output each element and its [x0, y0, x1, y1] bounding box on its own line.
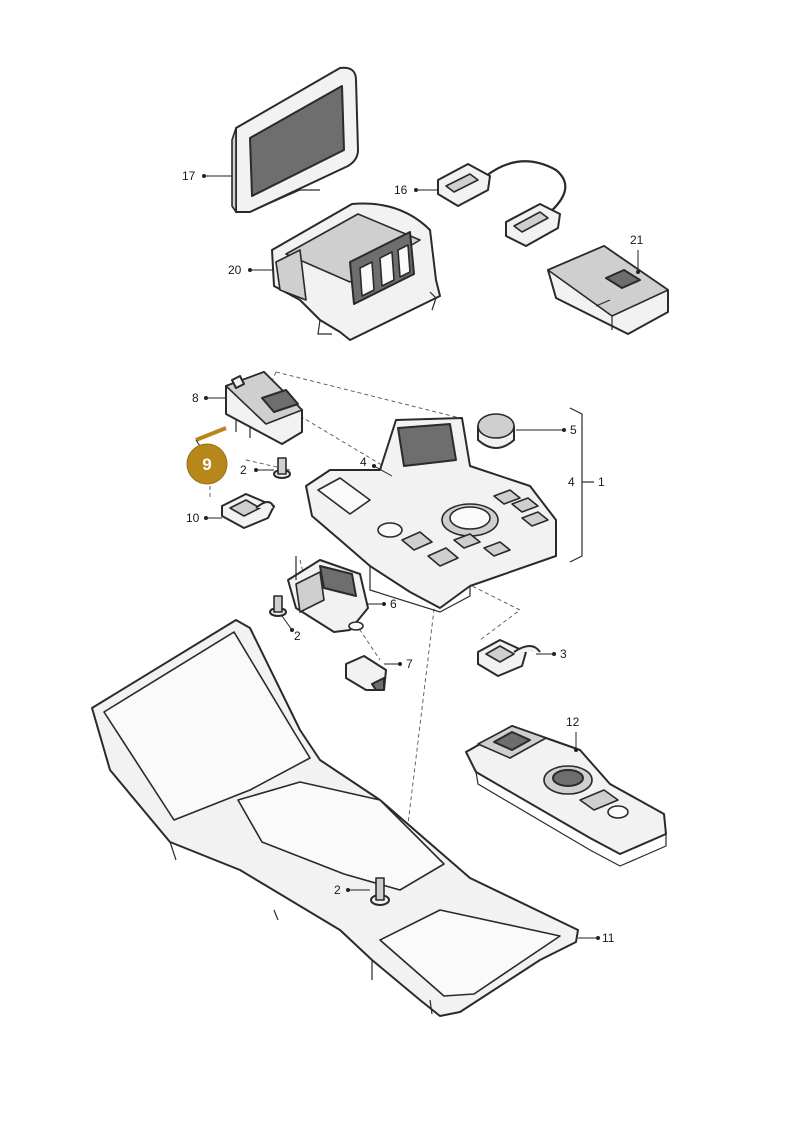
leader-10: 10 — [186, 511, 222, 525]
callout-16: 16 — [394, 183, 408, 197]
part-11-console-trim[interactable] — [91, 619, 579, 1017]
part-2-screw-upper[interactable] — [273, 457, 291, 479]
callout-9: 9 — [202, 455, 211, 474]
leader-6: 6 — [366, 597, 397, 611]
callout-20: 20 — [228, 263, 242, 277]
callout-1: 1 — [598, 475, 605, 489]
part-16-cable-harness[interactable] — [437, 160, 567, 247]
part-2-screw-lower[interactable] — [370, 877, 390, 906]
part-8-switch-module[interactable] — [225, 371, 303, 445]
callout-7: 7 — [406, 657, 413, 671]
callout-21: 21 — [630, 233, 644, 247]
callout-2-middle: 2 — [294, 629, 301, 643]
callout-5: 5 — [570, 423, 577, 437]
part-2-screw-middle[interactable] — [269, 595, 287, 617]
part-5-rotary-knob[interactable] — [477, 413, 515, 449]
leader-2-middle: 2 — [281, 615, 301, 643]
callout-17: 17 — [182, 169, 196, 183]
callout-11: 11 — [602, 931, 615, 945]
callout-4-knob: 4 — [360, 455, 367, 469]
part-17-display[interactable] — [231, 66, 359, 213]
group-bracket — [569, 407, 594, 563]
callout-10: 10 — [186, 511, 200, 525]
leader-20: 20 — [228, 263, 274, 277]
leader-8: 8 — [192, 391, 226, 405]
part-12-remote-control[interactable] — [465, 725, 667, 867]
part-9-pin[interactable] — [195, 426, 227, 442]
callout-4-group: 4 — [568, 475, 575, 489]
leader-3: 3 — [536, 647, 567, 661]
callout-9-badge[interactable]: 9 — [186, 443, 228, 485]
part-21-control-module[interactable] — [547, 245, 669, 335]
leader-4-knob: 4 — [360, 455, 393, 477]
callout-6: 6 — [390, 597, 397, 611]
leader-2-upper: 2 — [240, 463, 274, 477]
part-20-housing-bracket[interactable] — [271, 202, 441, 341]
callout-3: 3 — [560, 647, 567, 661]
leader-21: 21 — [630, 233, 644, 274]
leader-16: 16 — [394, 183, 438, 197]
callout-2-upper: 2 — [240, 463, 247, 477]
leader-2-lower: 2 — [334, 883, 370, 897]
callout-2-lower: 2 — [334, 883, 341, 897]
leader-5: 5 — [516, 423, 577, 437]
part-6-selector-unit[interactable] — [287, 556, 369, 633]
leader-7: 7 — [384, 657, 413, 671]
part-1-control-panel[interactable] — [305, 417, 557, 613]
part-3-clip[interactable] — [477, 639, 541, 677]
callout-12: 12 — [566, 715, 580, 729]
leader-17: 17 — [182, 169, 232, 183]
part-10-clip[interactable] — [221, 493, 275, 529]
callout-8: 8 — [192, 391, 199, 405]
leader-11: 11 — [578, 931, 615, 945]
part-7-block[interactable] — [345, 655, 387, 691]
leader-12: 12 — [566, 715, 580, 752]
